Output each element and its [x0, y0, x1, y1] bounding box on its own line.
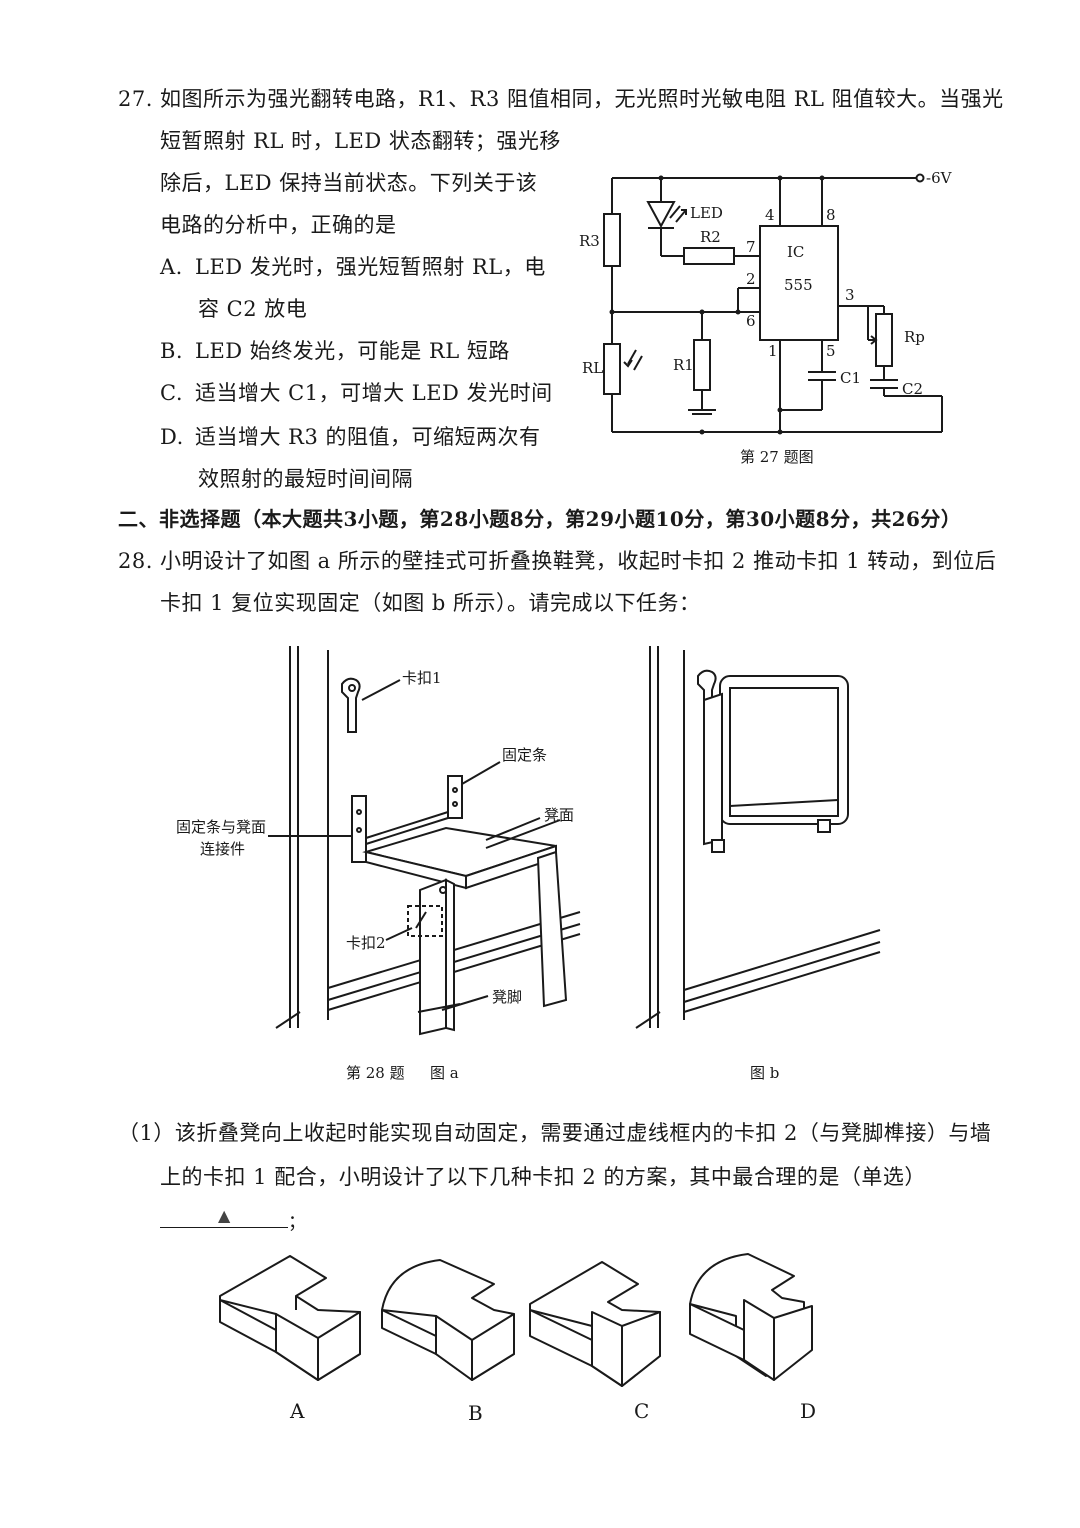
fig-b-caption: 图 b [750, 1064, 779, 1082]
r3-label: R3 [579, 232, 600, 250]
q27-figure-caption: 第 27 题图 [740, 448, 814, 466]
q27-stem-line1: 如图所示为强光翻转电路，R1、R3 阻值相同，无光照时光敏电阻 RL 阻值较大。… [160, 87, 1004, 111]
pin-5-label: 5 [826, 342, 836, 360]
choice-a-shape [219, 1255, 361, 1381]
clip2-choices: A B C D [219, 1253, 816, 1425]
r1-label: R1 [673, 356, 694, 374]
pin-4-label: 4 [765, 206, 775, 224]
answer-blank-end: ； [288, 1212, 306, 1233]
ic-label: IC [787, 243, 804, 261]
supply-label: -6V [926, 169, 953, 187]
seat-label: 凳面 [544, 806, 574, 824]
q27-option-b-letter: B. [160, 339, 184, 363]
pin-7-label: 7 [746, 238, 756, 256]
pin-2-label: 2 [746, 270, 756, 288]
led-label: LED [690, 204, 723, 222]
pin-6-label: 6 [746, 312, 756, 330]
q27-option-a-line2: 容 C2 放电 [198, 297, 308, 321]
leg-label: 凳脚 [492, 988, 522, 1006]
strip-label: 固定条 [502, 746, 547, 764]
q27-stem-line3: 除后，LED 保持当前状态。下列关于该 [160, 171, 538, 195]
answer-blank-line[interactable] [160, 1226, 288, 1228]
choice-a-label: A [289, 1399, 305, 1423]
connector-label-line2: 连接件 [200, 840, 245, 858]
q27-stem-line4: 电路的分析中，正确的是 [160, 213, 397, 237]
c2-label: C2 [902, 380, 923, 398]
q27-option-d-line2: 效照射的最短时间间隔 [198, 467, 413, 491]
clip1-label: 卡扣1 [402, 669, 442, 687]
q28-stem-line1: 小明设计了如图 a 所示的壁挂式可折叠换鞋凳，收起时卡扣 2 推动卡扣 1 转动… [160, 549, 997, 573]
choice-b-shape [381, 1259, 515, 1381]
q28-stem-line2: 卡扣 1 复位实现固定（如图 b 所示）。请完成以下任务： [160, 591, 701, 615]
q28-figure-a: 卡扣1 固定条 固定条与凳面 连接件 凳面 卡扣2 凳脚 第 28 题 图 a [176, 646, 581, 1082]
q27-option-b-line1: LED 始终发光，可能是 RL 短路 [195, 339, 510, 363]
q27-option-c-line1: 适当增大 C1，可增大 LED 发光时间 [195, 381, 553, 405]
q28-number: 28. [118, 549, 153, 573]
q28-figure-b: 图 b [635, 646, 881, 1082]
fig-a-caption: 图 a [430, 1064, 459, 1082]
connector-label-line1: 固定条与凳面 [176, 818, 266, 836]
clip2-label: 卡扣2 [346, 934, 386, 952]
choice-b-label: B [468, 1401, 483, 1425]
q27-circuit-diagram: -6V R3 RL R1 LED R2 IC 555 Rp C1 C2 4 8 … [579, 169, 953, 466]
choice-c-shape [529, 1261, 661, 1387]
ic-number-label: 555 [784, 276, 813, 294]
choice-c-label: C [634, 1399, 649, 1423]
choice-d-shape [689, 1253, 813, 1381]
q27-option-c-letter: C. [160, 381, 183, 405]
section-heading: 二、非选择题（本大题共3小题，第28小题8分，第29小题10分，第30小题8分，… [118, 507, 962, 531]
pin-1-label: 1 [768, 342, 778, 360]
q27-option-a-letter: A. [160, 255, 183, 279]
choice-d-label: D [800, 1399, 816, 1423]
rl-label: RL [582, 359, 603, 377]
answer-blank-mark: ▲ [218, 1206, 231, 1225]
q28-sub1-line2: 上的卡扣 1 配合，小明设计了以下几种卡扣 2 的方案，其中最合理的是（单选） [160, 1165, 926, 1189]
q27-option-d-line1: 适当增大 R3 的阻值，可缩短两次有 [195, 425, 541, 449]
rp-label: Rp [904, 328, 925, 346]
c1-label: C1 [840, 369, 861, 387]
q27-option-d-letter: D. [160, 425, 184, 449]
pin-3-label: 3 [845, 286, 855, 304]
q27-number: 27. [118, 87, 153, 111]
pin-8-label: 8 [826, 206, 836, 224]
q27-option-a-line1: LED 发光时，强光短暂照射 RL，电 [195, 255, 546, 279]
fig-a-caption-prefix: 第 28 题 [346, 1064, 405, 1082]
r2-label: R2 [700, 228, 721, 246]
q27-stem-line2: 短暂照射 RL 时，LED 状态翻转；强光移 [160, 129, 561, 153]
q28-sub1-line1: （1）该折叠凳向上收起时能实现自动固定，需要通过虚线框内的卡扣 2（与凳脚榫接）… [118, 1121, 992, 1145]
